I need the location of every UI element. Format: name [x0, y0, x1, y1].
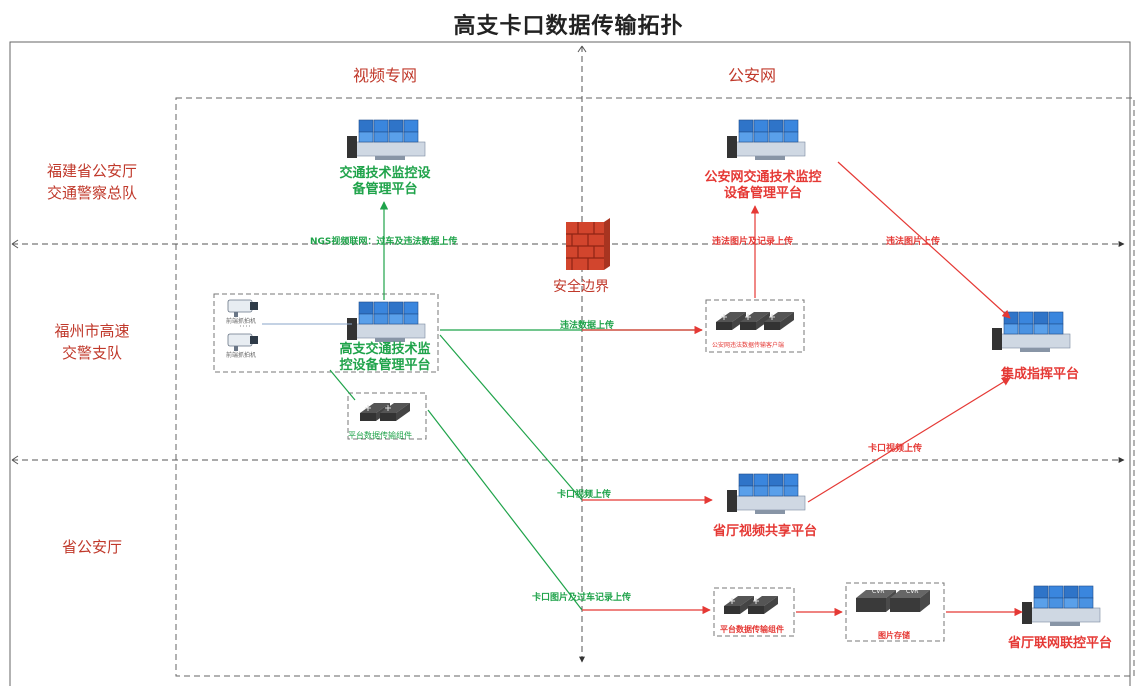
edge-label-checkpoint-video-2: 卡口视频上传	[868, 444, 923, 454]
edge-violation-images-2	[837, 161, 1011, 319]
camera-group-box	[213, 293, 439, 373]
edge-label-violation-images-2: 违法图片上传	[886, 237, 941, 247]
camera-icon	[227, 333, 258, 351]
node-label-line: 备管理平台	[352, 182, 418, 197]
edge-label-violation-data: 违法数据上传	[560, 321, 615, 331]
monitor-station-icon	[991, 311, 1071, 353]
edge-label-checkpoint-images: 卡口图片及过车记录上传	[532, 593, 632, 603]
edge-checkpoint-images-green	[427, 409, 583, 611]
edge-label-ngs: NGS视频联网：过车及违法数据上传	[310, 237, 458, 247]
node-label-line: 设备管理平台	[723, 186, 802, 201]
outer-frame	[9, 41, 1131, 686]
integrated-platform-label: 集成指挥平台	[1000, 367, 1079, 382]
inner-dashed-frame	[175, 97, 1135, 677]
transfer-component-box-2	[713, 587, 795, 637]
security-boundary-label: 安全边界	[553, 279, 609, 295]
zone-label-video: 视频专网	[352, 66, 417, 85]
edge-checkpoint-video-green	[439, 334, 583, 501]
row-label-line: 福州市高速	[54, 322, 130, 340]
image-storage-box	[845, 582, 945, 642]
monitor-station-icon	[1021, 585, 1101, 627]
province-video-label: 省厅视频共享平台	[712, 524, 817, 539]
firewall-icon	[566, 218, 610, 270]
monitor-station-icon	[726, 473, 806, 515]
monitor-station-icon	[726, 119, 806, 161]
cvr-label: CVR	[906, 588, 919, 595]
row-label-line: 福建省公安厅	[46, 162, 137, 180]
police-platform-label: 公安网交通技术监控 设备管理平台	[688, 170, 838, 202]
row-label-provincial-police: 省公安厅	[61, 538, 122, 556]
camera-label: 前端抓拍机	[226, 352, 257, 359]
node-label-line: 控设备管理平台	[339, 358, 431, 373]
transfer-component-box	[347, 392, 427, 440]
province-linkage-label: 省厅联网联控平台	[1007, 636, 1112, 651]
row-label-fuzhou-highway: 福州市高速 交警支队	[22, 320, 162, 364]
edge-checkpoint-video-2	[807, 377, 1011, 503]
row-label-provincial-traffic: 福建省公安厅 交通警察总队	[22, 160, 162, 204]
image-storage-label: 图片存储	[878, 631, 910, 640]
monitor-station-icon	[346, 301, 426, 343]
edge-label-checkpoint-video: 卡口视频上传	[557, 490, 612, 500]
camera-icon	[227, 299, 258, 317]
node-label-line: 公安网交通技术监控	[704, 170, 822, 185]
node-label-line: 交通技术监控设	[339, 166, 431, 181]
police-gateway-label: 公安网违法数据传输客户端	[712, 342, 785, 349]
zone-label-police: 公安网	[727, 66, 776, 85]
monitor-station-icon	[346, 119, 426, 161]
row-label-line: 交通警察总队	[46, 184, 137, 202]
edge-camera-to-transfer	[329, 369, 356, 401]
node-label-line: 高支交通技术监	[339, 342, 431, 357]
transfer-component-label: 平台数据传输组件	[348, 431, 412, 440]
diagram-title: 高支卡口数据传输拓扑	[453, 14, 684, 39]
police-gateway-box	[705, 299, 805, 353]
cvr-storage-icon	[856, 590, 930, 612]
row-label-line: 交警支队	[61, 344, 122, 362]
highway-platform-label: 高支交通技术监 控设备管理平台	[325, 342, 445, 374]
cvr-label: CVR	[872, 588, 885, 595]
edge-label-violation-images: 违法图片及记录上传	[712, 237, 794, 247]
video-platform-label: 交通技术监控设 备管理平台	[320, 166, 450, 198]
transfer-component-label-2: 平台数据传输组件	[720, 625, 784, 634]
camera-label: 前端抓拍机	[226, 318, 257, 325]
